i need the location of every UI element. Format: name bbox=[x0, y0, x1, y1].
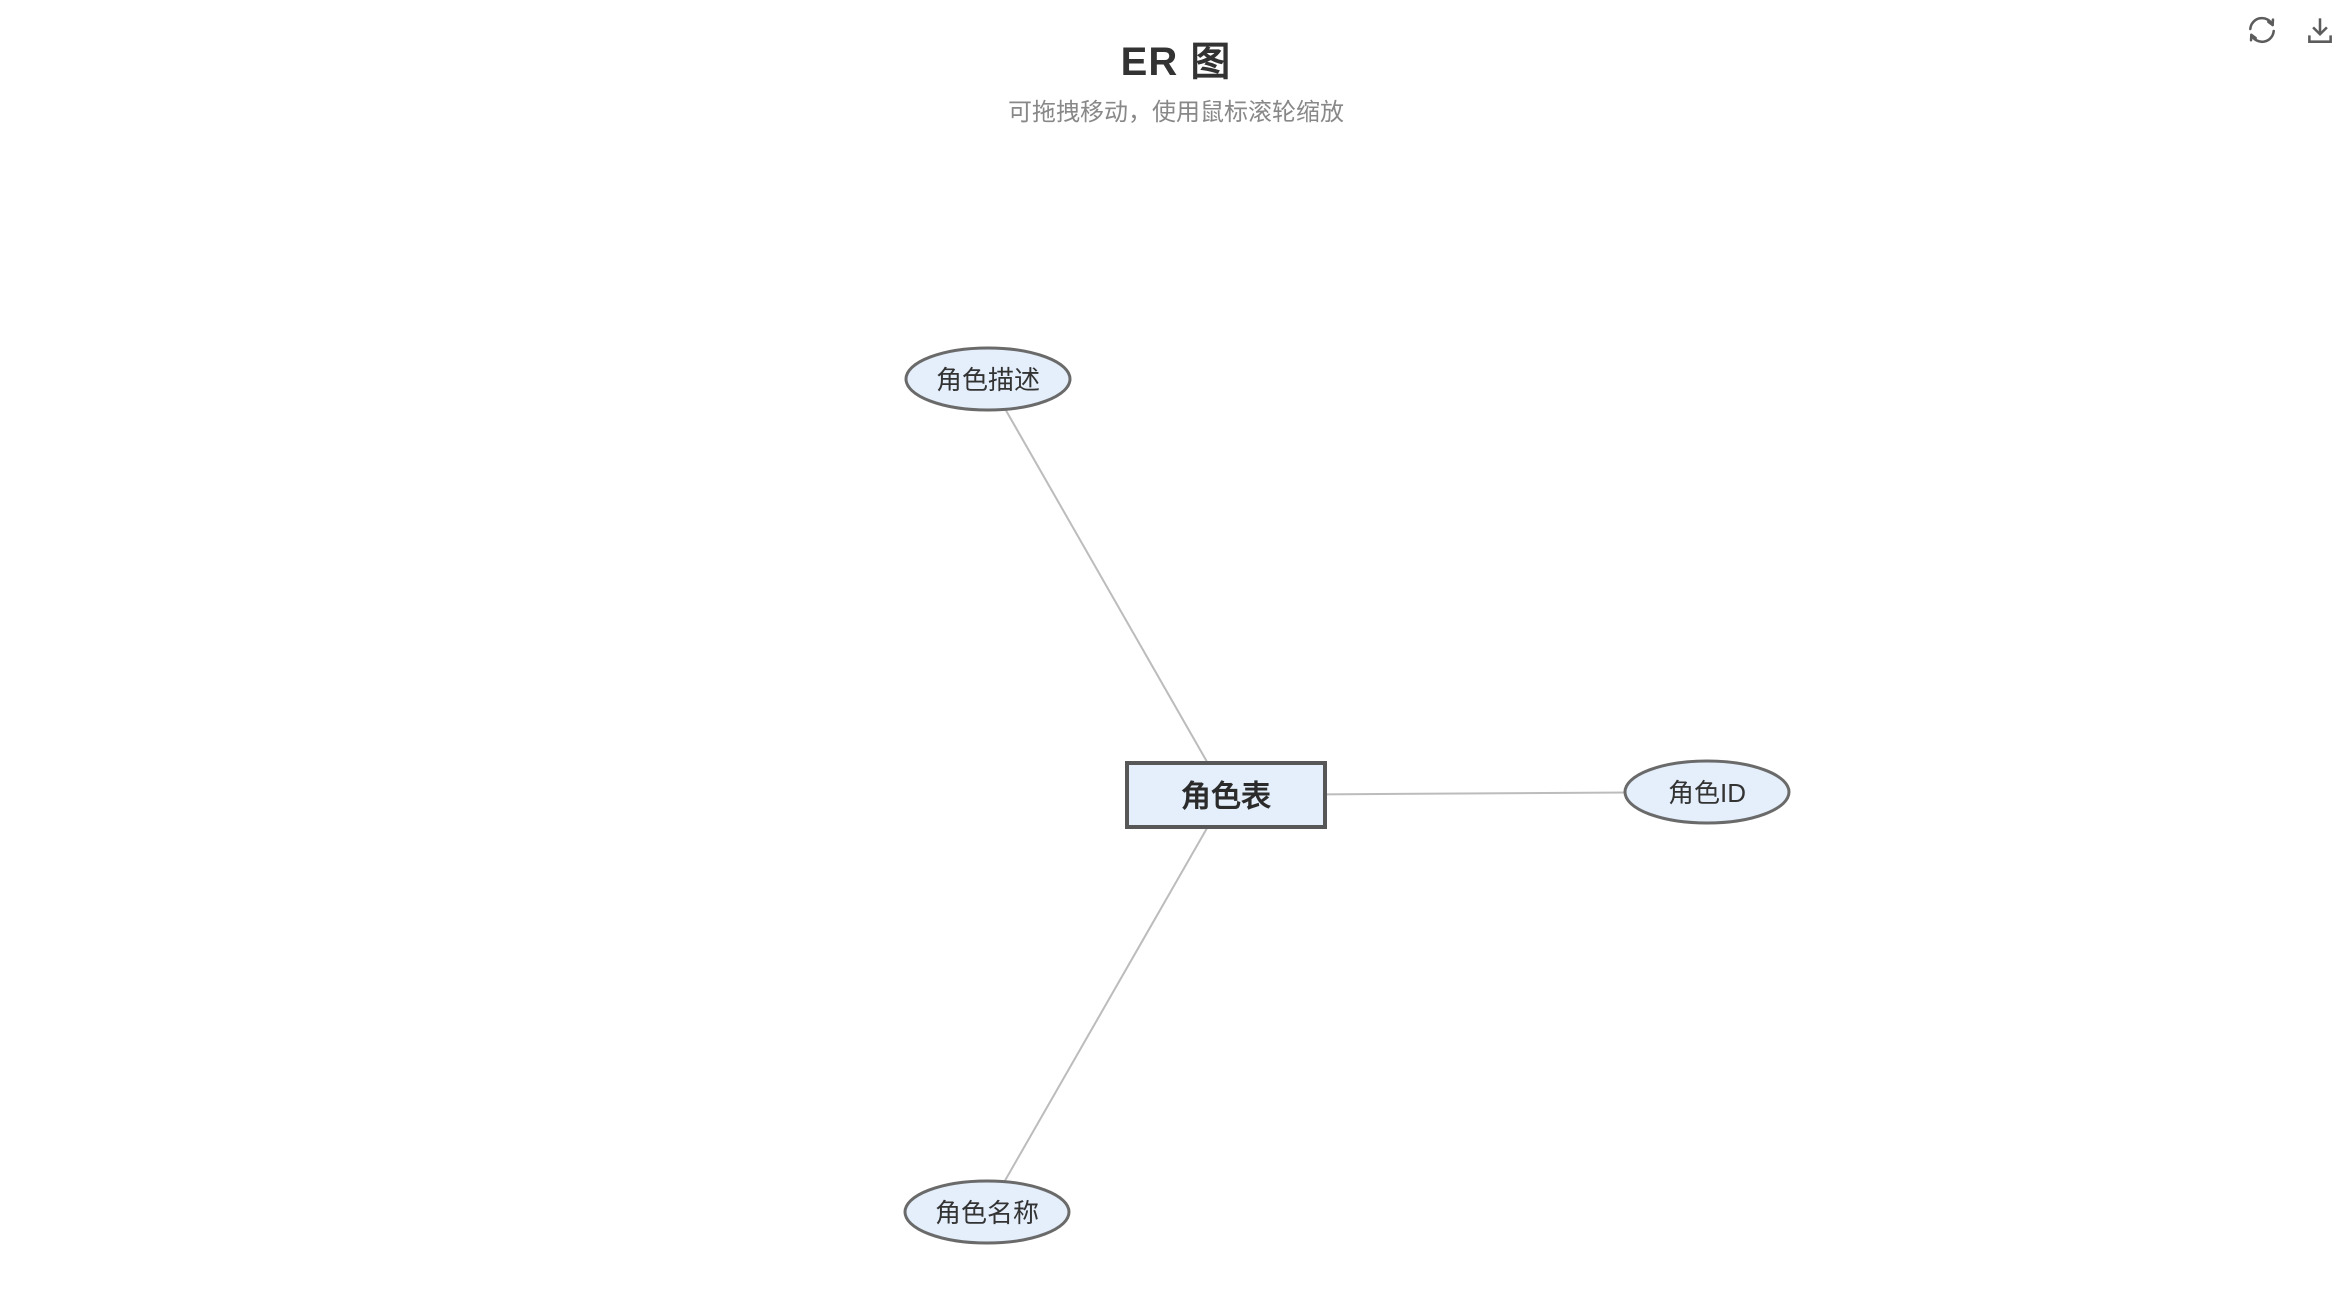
entity-rect bbox=[1125, 761, 1327, 829]
attribute-node-role_name[interactable]: 角色名称 bbox=[903, 1179, 1071, 1245]
toolbar bbox=[2244, 12, 2338, 48]
entity-label: 角色表 bbox=[1181, 781, 1271, 814]
er-edge bbox=[986, 794, 1227, 1213]
attribute-label: 角色ID bbox=[1668, 778, 1746, 808]
download-icon bbox=[2308, 18, 2332, 43]
attribute-ellipse bbox=[904, 346, 1072, 412]
attribute-ellipse bbox=[1623, 759, 1791, 825]
refresh-icon bbox=[2249, 16, 2275, 44]
entity-node-role_table[interactable]: 角色表 bbox=[1125, 761, 1327, 829]
download-button[interactable] bbox=[2302, 12, 2338, 48]
attribute-label: 角色描述 bbox=[936, 365, 1040, 395]
refresh-button[interactable] bbox=[2244, 12, 2280, 48]
attribute-node-role_id[interactable]: 角色ID bbox=[1623, 759, 1791, 825]
attribute-label: 角色名称 bbox=[935, 1198, 1039, 1228]
attribute-ellipse bbox=[903, 1179, 1071, 1245]
attribute-node-role_desc[interactable]: 角色描述 bbox=[904, 346, 1072, 412]
er-edge bbox=[987, 378, 1227, 796]
